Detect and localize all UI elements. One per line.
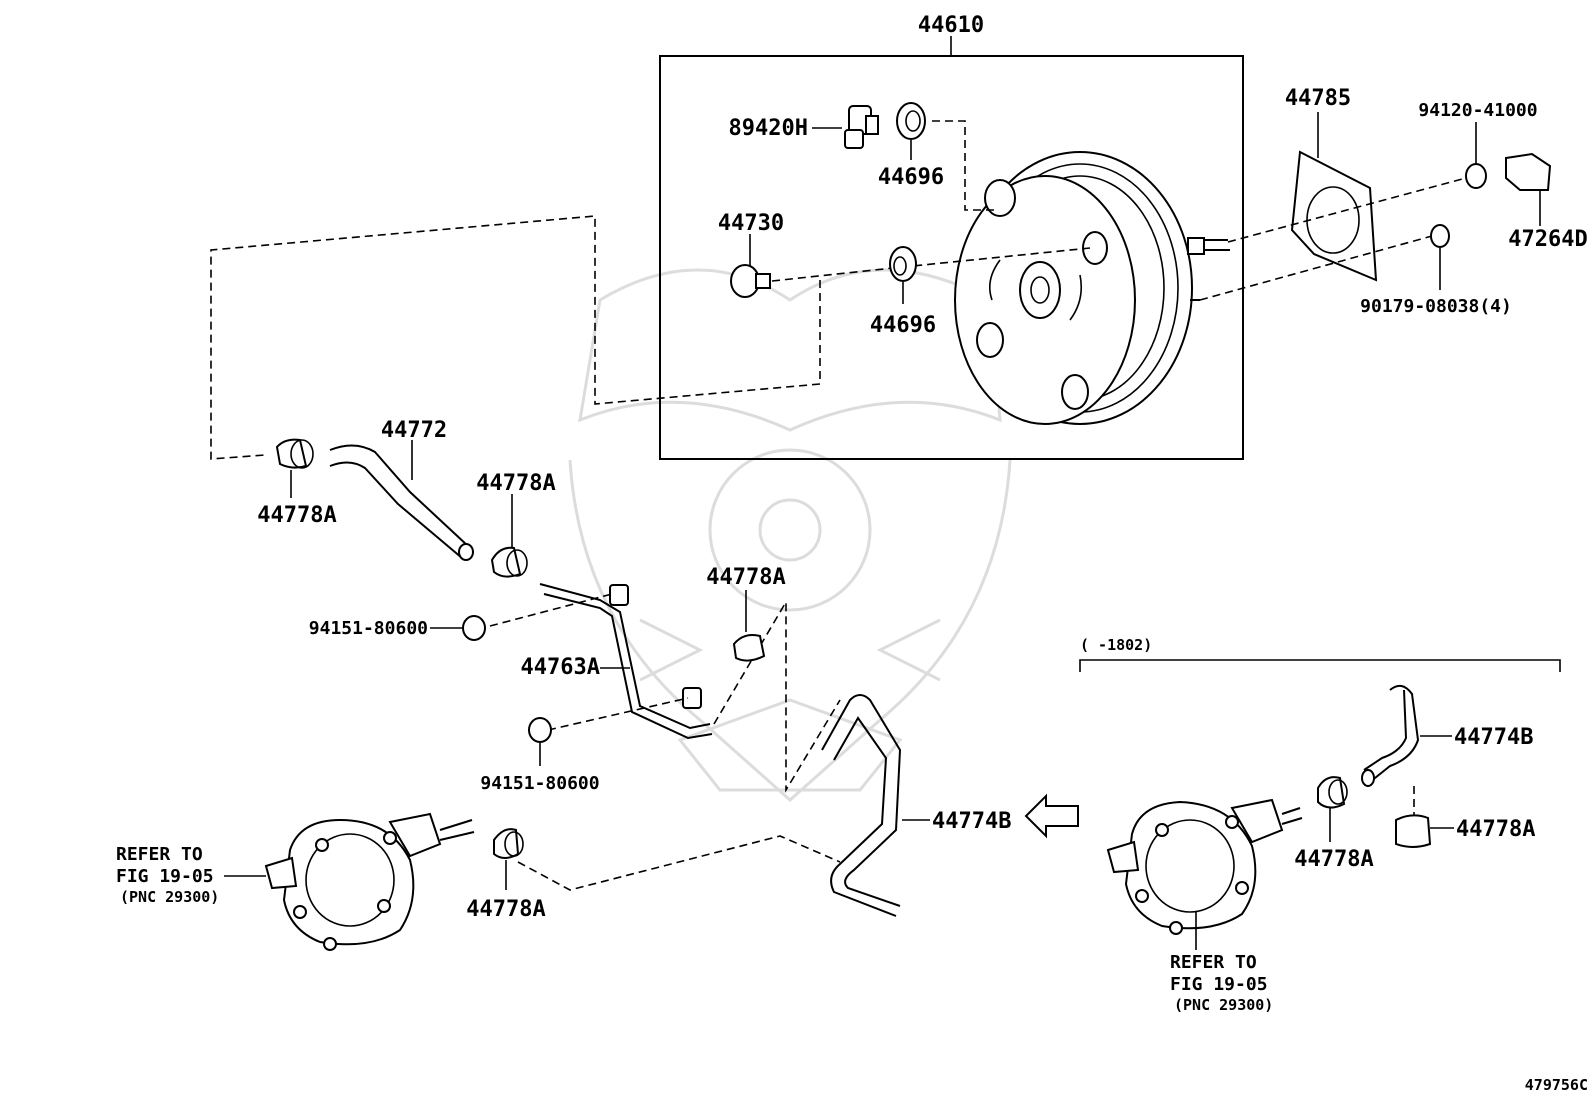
clamp-alt-hose: 44778A [1395,814,1535,848]
watermark-emblem [568,268,1012,803]
label-nut-upper: 94120-41000 [1418,100,1537,121]
label-vacuum-sensor: 89420H [729,116,808,141]
label-clamp-alt-hose: 44778A [1456,817,1535,842]
label-booster-assembly: 44610 [918,13,984,38]
label-bracket: 47264D [1508,227,1587,252]
brake-booster [954,151,1230,425]
clamp-hose-mid: 44778A [476,471,556,578]
refer-right-line2: FIG 19-05 [1170,974,1268,995]
vacuum-pump-left: REFER TO FIG 19-05 (PNC 29300) [116,812,475,951]
direction-arrow [1024,793,1079,839]
diagram-id: 479756C [1525,1076,1588,1094]
label-clamp-hose-left: 44778A [257,503,336,528]
range-note: ( -1802) [1080,636,1152,654]
clamp-pump: 44778A [466,828,546,922]
refer-left-line3: (PNC 29300) [120,888,219,906]
bracket: 47264D [1505,152,1588,252]
label-nut-lower: 90179-08038(4) [1360,296,1512,317]
label-hose-upper: 44772 [381,418,447,443]
vacuum-pump-right: REFER TO FIG 19-05 (PNC 29300) [1106,798,1303,1014]
refer-right-line1: REFER TO [1170,952,1257,973]
gasket: 44785 [1199,86,1467,301]
booster-assembly-box: 44610 [659,13,1244,460]
alternate-group: ( -1802) [1079,636,1561,672]
nut-pipe-lower: 94151-80600 [480,717,600,794]
clamp-pipe-right: 44778A [706,565,786,662]
grommet-lower: 44696 [870,246,936,338]
hose-upper: 44772 [329,418,474,561]
vacuum-pipe: 44763A [489,583,841,793]
clamp-hose-left: 44778A [257,438,337,528]
label-clamp-hose-mid: 44778A [476,471,555,496]
nut-pipe-upper: 94151-80600 [309,615,486,641]
label-grommet-upper: 44696 [878,165,944,190]
grommet-upper: 44696 [878,102,995,211]
label-clamp-pump: 44778A [466,897,545,922]
label-clamp-pipe-right: 44778A [706,565,785,590]
refer-left-line1: REFER TO [116,844,203,865]
label-grommet-lower: 44696 [870,313,936,338]
refer-right-line3: (PNC 29300) [1174,996,1273,1014]
label-check-valve: 44730 [718,211,784,236]
nut-lower: 90179-08038(4) [1360,224,1512,317]
label-gasket: 44785 [1285,86,1351,111]
label-hose-alt: 44774B [1454,725,1533,750]
label-nut-pipe-upper: 94151-80600 [309,618,428,639]
check-valve: 44730 [210,211,1091,460]
refer-left-line2: FIG 19-05 [116,866,214,887]
hose-alt: 44774B [1361,684,1533,816]
label-nut-pipe-lower: 94151-80600 [480,773,599,794]
label-hose-lower: 44774B [932,809,1011,834]
nut-upper: 94120-41000 [1418,100,1538,189]
label-vacuum-pipe: 44763A [521,655,600,680]
clamp-alt-pump: 44778A [1294,776,1374,872]
vacuum-sensor: 89420H [729,105,879,149]
hose-lower: 44774B [517,694,1011,917]
label-clamp-alt-pump: 44778A [1294,847,1373,872]
